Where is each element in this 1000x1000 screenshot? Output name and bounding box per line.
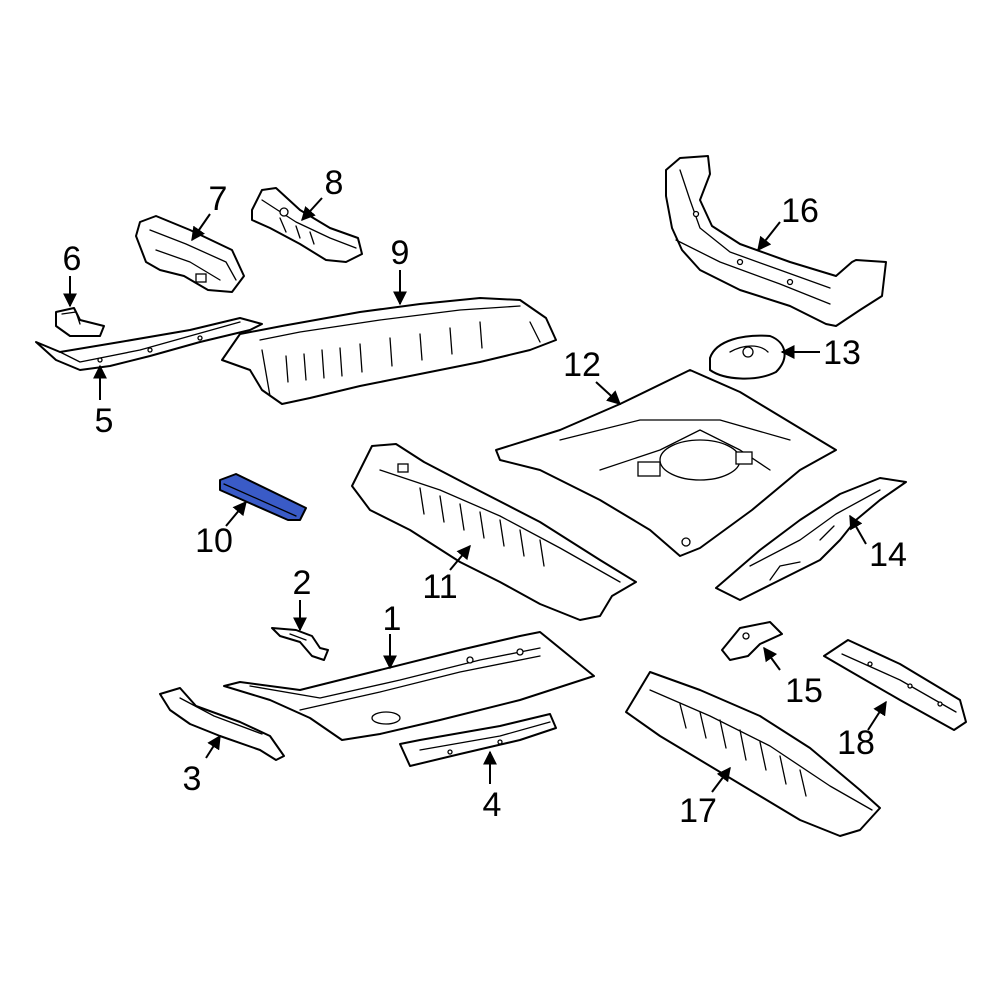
part-14-rear-rail[interactable] (715, 477, 907, 601)
part-5-rail[interactable] (35, 317, 263, 371)
callout-labels: 1 2 3 4 5 6 7 8 9 10 11 12 13 14 15 16 1… (63, 164, 907, 830)
part-15-bracket[interactable] (721, 621, 783, 661)
callout-4: 4 (483, 786, 502, 824)
callout-10: 10 (195, 522, 233, 560)
part-6-bracket[interactable] (55, 307, 105, 337)
callout-6: 6 (63, 240, 82, 278)
callout-11: 11 (422, 568, 457, 606)
callout-3: 3 (183, 760, 202, 798)
part-13-cap[interactable] (709, 334, 786, 380)
callout-5: 5 (95, 402, 114, 440)
callout-16: 16 (781, 192, 819, 230)
callout-2: 2 (293, 564, 312, 602)
part-9-floor-pan[interactable] (221, 297, 557, 405)
part-8-member[interactable] (251, 187, 363, 263)
callout-12: 12 (563, 346, 601, 384)
part-11-tunnel[interactable] (351, 443, 637, 621)
callout-14: 14 (869, 536, 907, 574)
callout-15: 15 (785, 672, 823, 710)
part-4-rail[interactable] (399, 713, 557, 767)
leader-lines (63, 197, 887, 793)
callout-13: 13 (823, 334, 861, 372)
callout-7: 7 (209, 180, 228, 218)
callout-1: 1 (383, 600, 402, 638)
part-1-front-floor[interactable] (223, 631, 595, 741)
part-7-member[interactable] (135, 215, 245, 293)
callout-17: 17 (679, 792, 717, 830)
callout-8: 8 (325, 164, 344, 202)
part-3-member[interactable] (159, 687, 285, 761)
callout-9: 9 (391, 234, 410, 272)
part-16-rear-frame[interactable] (665, 155, 887, 327)
part-12-rear-floor[interactable] (495, 369, 837, 557)
part-18-rail[interactable] (823, 639, 967, 731)
part-17-rear-member[interactable] (625, 671, 881, 837)
part-2-bracket[interactable] (271, 627, 329, 661)
callout-18: 18 (837, 724, 875, 762)
part-10-plate[interactable] (219, 473, 307, 521)
